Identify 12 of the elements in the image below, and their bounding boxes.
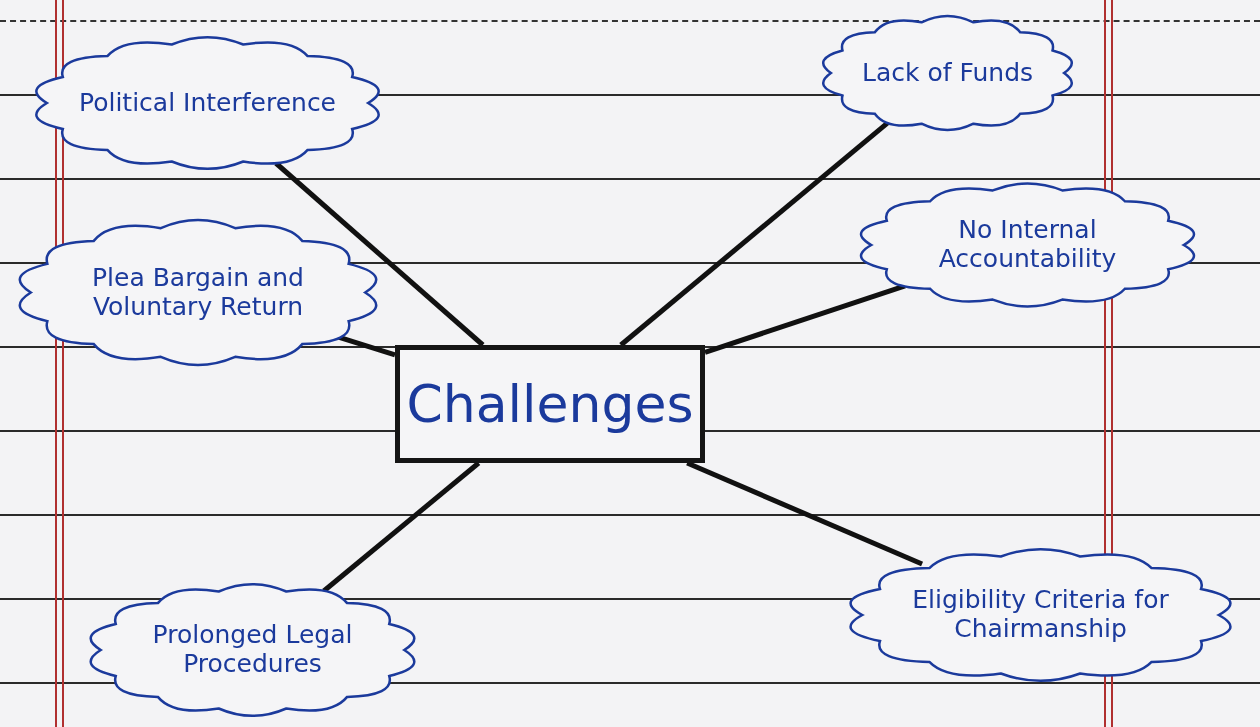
connector-line [322,461,481,593]
connector-line [704,283,906,355]
cloud-label: Prolonged Legal Procedures [151,621,354,679]
connector-line [619,120,890,347]
cloud-label: Plea Bargain and Voluntary Return [91,263,305,322]
cloud-label: Lack of Funds [860,58,1035,88]
central-box [395,345,705,463]
connector-line [336,334,396,358]
cloud-label: Eligibility Criteria for Chairmanship [911,586,1170,644]
cloud-label: Political Interference [78,88,337,118]
central-topic: Challenges [406,374,694,434]
cloud-label: No Internal Accountability [937,216,1118,274]
